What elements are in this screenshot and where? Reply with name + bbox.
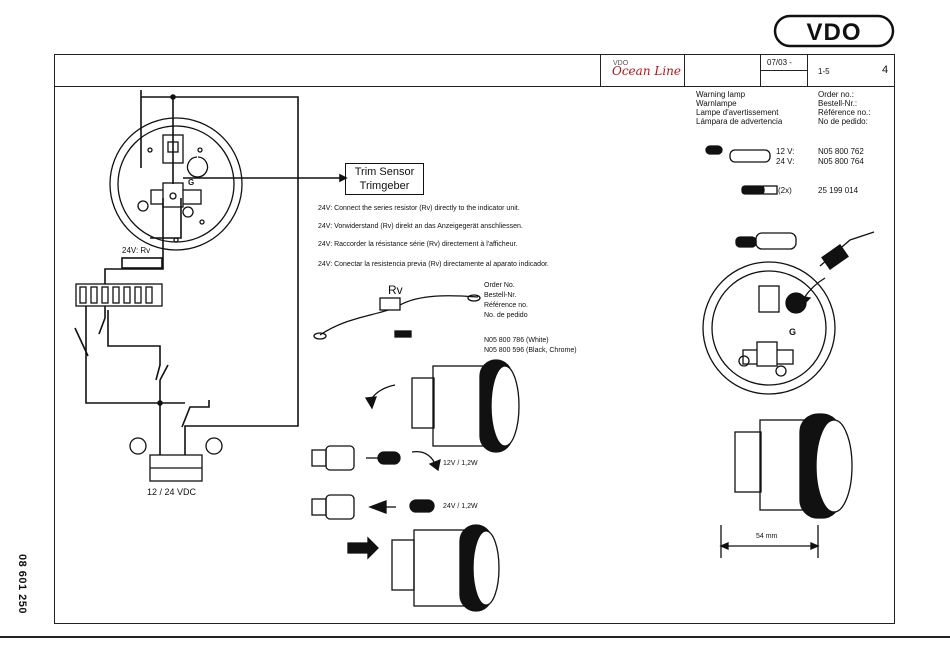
drawing-frame	[54, 54, 895, 624]
order-no-label-fr: Référence no.:	[818, 108, 871, 117]
battery	[129, 437, 223, 482]
instruction-en: 24V: Connect the series resistor (Rv) di…	[318, 205, 520, 212]
gauge-side-view-2	[347, 524, 500, 612]
header-date: 07/03 -	[767, 58, 792, 67]
order-no-label-de: Bestell-Nr.:	[818, 99, 858, 108]
vdo-logo: VDO	[773, 14, 895, 48]
resistor-order-white: N05 800 786 (White)	[484, 337, 549, 344]
ocean-line-logo: Ocean Line	[612, 64, 681, 78]
order-no-label-es: No de pedido:	[818, 117, 868, 126]
wiring-resistor-label: 24V: Rv	[122, 246, 151, 255]
resistor-cable	[313, 294, 481, 340]
bulb-24v-order: N05 800 764	[818, 157, 864, 166]
resistor-symbol: Rv	[388, 283, 403, 297]
header-page-number: 4	[882, 64, 889, 76]
bulb-12v-voltage: 12 V:	[776, 147, 795, 156]
sub-brand-label: VDO	[613, 60, 629, 67]
resistor-order-label-es: No. de pedido	[484, 312, 528, 319]
warning-lamp-label-es: Lámpara de advertencia	[696, 117, 783, 126]
lamp-12v-label: 12V / 1,2W	[443, 460, 478, 467]
order-no-label-en: Order no.:	[818, 90, 855, 99]
lamp-12v-assembly	[311, 445, 441, 472]
svg-text:VDO: VDO	[806, 19, 861, 46]
gauge-side-view-1	[364, 359, 520, 453]
wiring-lines	[74, 90, 348, 465]
trim-sensor-label-de: Trimgeber	[359, 180, 410, 192]
supply-voltage-label: 12 / 24 VDC	[147, 487, 197, 497]
header-col-divider	[684, 54, 685, 86]
resistor-order-label-en: Order No.	[484, 282, 515, 289]
warning-lamp-label-fr: Lampe d'avertissement	[696, 108, 779, 117]
terminal-g-label: G	[188, 178, 195, 187]
resistor-order-label-fr: Référence no.	[484, 302, 528, 309]
header-page-ref: 1-5	[818, 67, 830, 76]
header-col-divider	[600, 54, 601, 86]
trim-sensor-box: Trim Sensor Trimgeber	[345, 163, 424, 195]
terminal-strip	[75, 283, 163, 307]
lamp-24v-label: 24V / 1,2W	[443, 503, 478, 510]
resistor-order-black: N05 800 596 (Black, Chrome)	[484, 347, 577, 354]
warning-lamp-label-en: Warning lamp	[696, 90, 746, 99]
lamp-24v-assembly	[311, 494, 435, 520]
terminal-g-label-right: G	[789, 327, 797, 337]
gauge-back-view-left	[109, 117, 243, 251]
instruction-de: 24V: Vorwiderstand (Rv) direkt an das An…	[318, 223, 523, 230]
instruction-es: 24V: Conectar la resistencia previa (Rv)…	[318, 261, 549, 268]
gauge-side-view-right	[719, 413, 853, 558]
socket-qty: (2x)	[778, 186, 792, 195]
header-date-divider	[760, 70, 807, 71]
dimension-label: 54 mm	[756, 533, 778, 540]
bulb-parts-right	[705, 145, 875, 270]
gauge-back-view-right	[702, 261, 836, 395]
bulb-12v-order: N05 800 762	[818, 147, 864, 156]
warning-lamp-label-de: Warnlampe	[696, 99, 737, 108]
bulb-24v-voltage: 24 V:	[776, 157, 795, 166]
resistor-order-label-de: Bestell-Nr.	[484, 292, 517, 299]
trim-sensor-label-en: Trim Sensor	[354, 166, 415, 178]
header-divider	[54, 86, 895, 87]
header-col-divider	[807, 54, 808, 86]
instruction-fr: 24V: Raccorder la résistance série (Rv) …	[318, 241, 518, 248]
bottom-rule	[0, 636, 950, 638]
socket-order: 25 199 014	[818, 186, 859, 195]
